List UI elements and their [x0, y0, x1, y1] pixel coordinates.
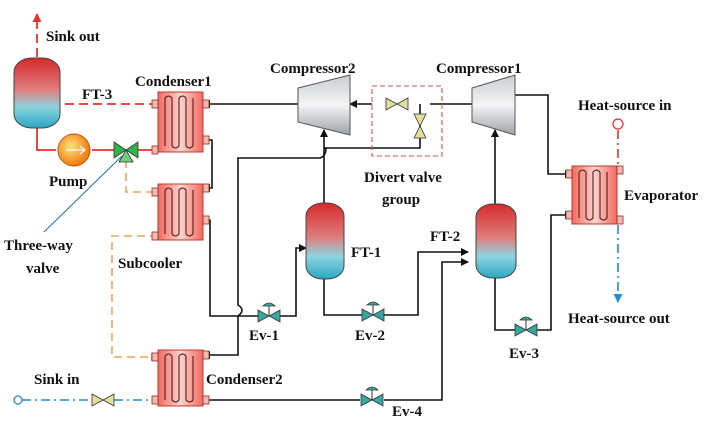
label-condenser1: Condenser1 [135, 74, 212, 90]
ev2-valve-icon [361, 301, 385, 322]
label-ft1: FT-1 [351, 245, 381, 261]
pump-icon [57, 133, 91, 167]
label-sink-in: Sink in [34, 372, 80, 388]
condenser2-icon [151, 349, 210, 407]
subcooler-to-ev1-line [203, 219, 258, 317]
evaporator-to-compressor1-line [515, 94, 573, 178]
ft1-vessel [305, 202, 345, 280]
label-condenser2: Condenser2 [206, 372, 283, 388]
ev3-valve-icon [514, 316, 538, 337]
evaporator-icon [565, 165, 624, 225]
subcooler-icon [151, 183, 210, 241]
sink-in-port-icon [13, 395, 23, 405]
label-heat-source-in: Heat-source in [578, 98, 672, 114]
ev2-to-ft2-line [384, 248, 469, 316]
label-divert-line2: group [382, 192, 420, 208]
subcooler-to-condenser2-line [111, 235, 159, 361]
sink-water-pipes [32, 13, 619, 170]
sink-in-valve-icon [91, 393, 115, 407]
divert-valve-horizontal-icon [385, 97, 409, 111]
heat-source-in-port-icon [612, 118, 624, 130]
compressor1-icon [471, 74, 516, 136]
label-pump: Pump [49, 174, 87, 190]
three-way-valve-icon [113, 141, 139, 163]
label-ev4: Ev-4 [392, 404, 423, 420]
ev4-to-ft2-line [384, 258, 469, 401]
divert-valve-group-box [371, 85, 443, 157]
label-divert-line1: Divert valve [364, 170, 442, 186]
label-subcooler: Subcooler [118, 256, 183, 272]
label-evaporator: Evaporator [624, 188, 699, 204]
condenser1-to-subcooler-line [202, 139, 213, 192]
label-three-way-line2: valve [26, 261, 60, 277]
compressor2-icon [297, 74, 351, 136]
label-sink-out: Sink out [46, 29, 100, 45]
ft2-to-ev3-line [494, 275, 515, 331]
label-three-way-line1: Three-way [4, 238, 73, 254]
label-ft3: FT-3 [82, 87, 112, 103]
ft3-to-pump-line [36, 126, 56, 151]
pump-lines [22, 126, 623, 401]
label-heat-source-out: Heat-source out [568, 311, 670, 327]
label-ev2: Ev-2 [355, 328, 385, 344]
label-compressor2: Compressor2 [270, 61, 356, 77]
ev4-valve-icon [360, 386, 384, 407]
ft2-vessel [475, 203, 517, 279]
label-ev3: Ev-3 [509, 346, 539, 362]
ev1-valve-icon [257, 302, 281, 323]
ev1-to-ft1-line [280, 244, 307, 317]
threeway-to-subcooler-line [125, 160, 158, 193]
label-ev1: Ev-1 [249, 328, 279, 344]
condenser1-icon [151, 91, 210, 155]
bypass-to-condenser2-line [202, 147, 327, 359]
ev3-to-evaporator-line [537, 211, 573, 331]
divert-valve-vertical-icon [413, 113, 427, 139]
ft3-vessel [13, 57, 61, 129]
label-compressor1: Compressor1 [436, 61, 522, 77]
label-ft2: FT-2 [430, 229, 460, 245]
threeway-pointer-line [43, 155, 123, 233]
ft1-to-ev2-line [323, 278, 362, 316]
